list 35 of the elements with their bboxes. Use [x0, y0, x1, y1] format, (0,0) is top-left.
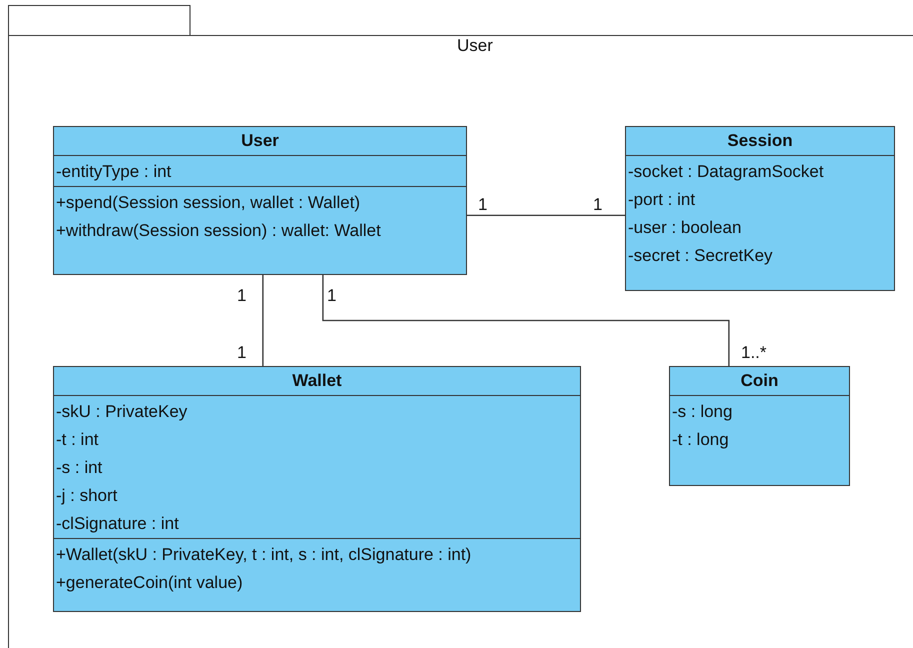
multiplicity-label: 1 — [237, 286, 246, 306]
class-name: User — [240, 130, 280, 152]
class-attribute: -t : int — [55, 429, 100, 451]
association-line — [322, 275, 730, 366]
class-method: +withdraw(Session session) : wallet: Wallet — [55, 220, 382, 242]
package-name: User — [457, 36, 493, 56]
class-attribute: -port : int — [627, 189, 696, 211]
class-attribute: -s : int — [55, 457, 104, 479]
class-method: +generateCoin(int value) — [55, 572, 244, 594]
class-name: Wallet — [291, 370, 343, 392]
class-name: Coin — [740, 370, 780, 392]
class-box — [625, 126, 895, 291]
class-attribute: -secret : SecretKey — [627, 245, 774, 267]
association-line — [262, 275, 264, 366]
multiplicity-label: 1 — [593, 195, 602, 215]
multiplicity-label: 1..* — [741, 343, 767, 363]
multiplicity-label: 1 — [478, 195, 488, 215]
class-box — [669, 366, 850, 486]
association-line — [467, 214, 625, 216]
class-attribute: -s : long — [671, 401, 734, 423]
class-attribute: -clSignature : int — [55, 513, 180, 535]
multiplicity-label: 1 — [237, 343, 246, 363]
multiplicity-label: 1 — [327, 286, 336, 306]
class-attribute: -socket : DatagramSocket — [627, 161, 825, 183]
class-method: +spend(Session session, wallet : Wallet) — [55, 192, 362, 214]
class-box — [53, 366, 581, 612]
class-attribute: -t : long — [671, 429, 730, 451]
class-box — [53, 126, 467, 275]
class-attribute: -j : short — [55, 485, 118, 507]
class-name: Session — [726, 130, 794, 152]
package-frame — [8, 5, 913, 648]
class-attribute: -entityType : int — [55, 161, 172, 183]
class-attribute: -user : boolean — [627, 217, 742, 239]
class-method: +Wallet(skU : PrivateKey, t : int, s : int, clSignature : int) — [55, 544, 472, 566]
class-attribute: -skU : PrivateKey — [55, 401, 188, 423]
